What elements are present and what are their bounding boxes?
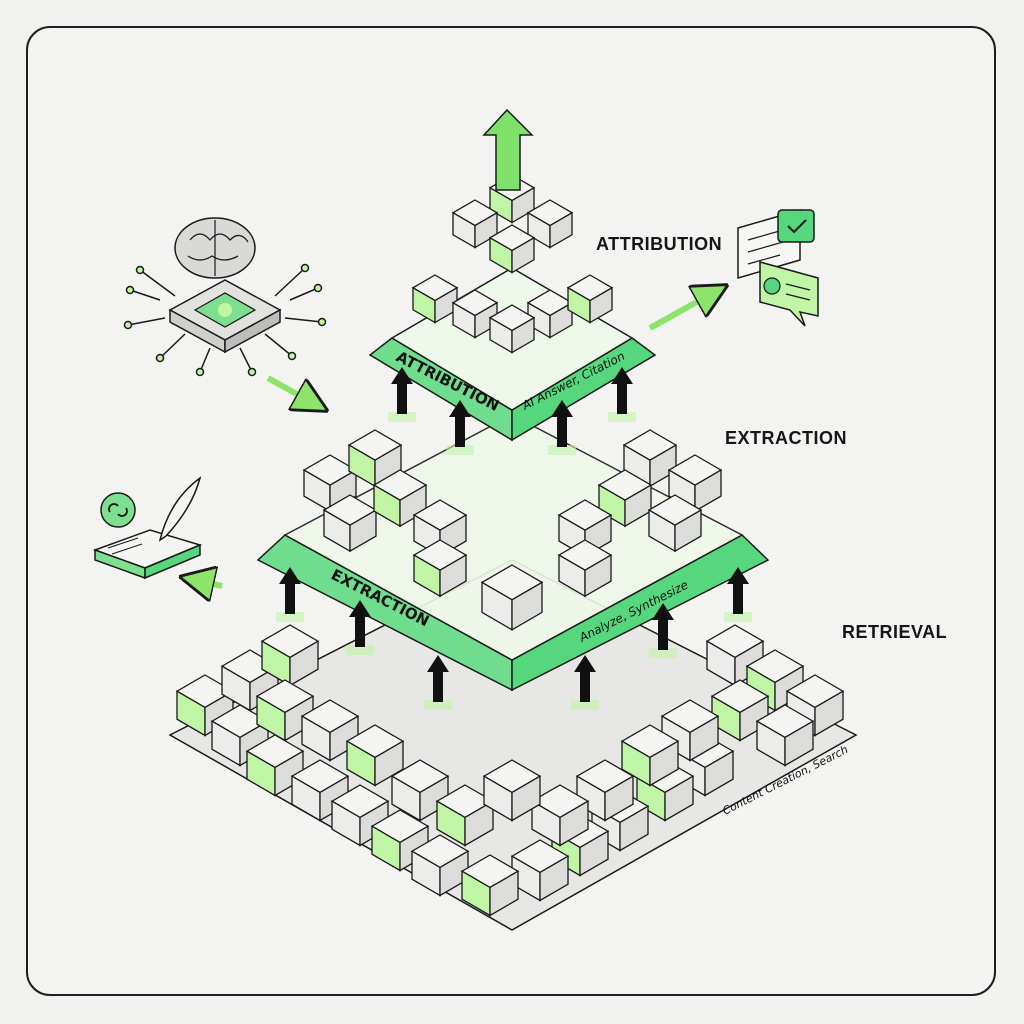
extraction-cube xyxy=(412,539,468,598)
book-quill-icon xyxy=(92,476,203,580)
extraction-cubes xyxy=(302,429,723,631)
chat-check-icon xyxy=(737,209,819,327)
extraction-cube xyxy=(647,494,703,553)
retrieval-cube xyxy=(530,784,590,847)
retrieval-cube xyxy=(660,699,720,762)
attribution-cube xyxy=(566,274,614,324)
attribution-cube xyxy=(488,304,536,354)
extraction-cube xyxy=(597,469,653,528)
up-arrow-icon xyxy=(349,600,371,647)
retrieval-cube xyxy=(245,734,305,797)
up-arrow-icon xyxy=(611,367,633,414)
attribution-cubes xyxy=(411,174,614,354)
attribution-cube xyxy=(451,199,499,249)
extraction-side-label: EXTRACTION xyxy=(725,428,847,448)
left-in-arrow xyxy=(266,375,322,408)
extraction-cube xyxy=(322,494,378,553)
retrieval-cube xyxy=(755,704,815,767)
up-arrow-icon xyxy=(391,367,413,414)
extraction-cube xyxy=(302,454,358,513)
extraction-cube xyxy=(667,454,723,513)
attribution-cube xyxy=(451,289,499,339)
retrieval-cube xyxy=(710,679,770,742)
retrieval-cube xyxy=(510,839,570,902)
left-out-arrow xyxy=(186,578,223,586)
brain-chip-icon xyxy=(123,217,327,377)
right-out-arrow xyxy=(648,288,722,331)
extraction-cube xyxy=(347,429,403,488)
retrieval-cubes xyxy=(175,624,845,917)
retrieval-cube xyxy=(482,759,542,822)
retrieval-cube xyxy=(290,759,350,822)
up-arrow-icon xyxy=(279,567,301,614)
attribution-side-label: ATTRIBUTION xyxy=(596,234,723,254)
retrieval-cube xyxy=(255,679,315,742)
retrieval-cube xyxy=(330,784,390,847)
up-arrow-icon xyxy=(551,400,573,447)
attribution-cube xyxy=(526,289,574,339)
retrieval-cube xyxy=(435,784,495,847)
extraction-cube xyxy=(622,429,678,488)
retrieval-cube xyxy=(620,724,680,787)
up-arrow-icon xyxy=(574,655,596,702)
attribution-cube xyxy=(526,199,574,249)
extraction-band xyxy=(256,414,770,692)
extraction-cube xyxy=(480,564,544,631)
retrieval-side-label: RETRIEVAL xyxy=(842,622,948,642)
flow-arrows xyxy=(276,367,752,710)
attribution-cube xyxy=(411,274,459,324)
extraction-cube xyxy=(557,539,613,598)
up-arrow-icon xyxy=(449,400,471,447)
up-arrow-icon xyxy=(427,655,449,702)
up-arrow-icon xyxy=(652,603,674,650)
retrieval-cube xyxy=(460,854,520,917)
top-up-arrow-icon xyxy=(482,108,534,191)
retrieval-cube xyxy=(260,624,320,687)
retrieval-cube xyxy=(575,759,635,822)
attribution-cube xyxy=(488,224,536,274)
up-arrow-icon xyxy=(727,567,749,614)
retrieval-cube xyxy=(345,724,405,787)
retrieval-cube xyxy=(390,759,450,822)
